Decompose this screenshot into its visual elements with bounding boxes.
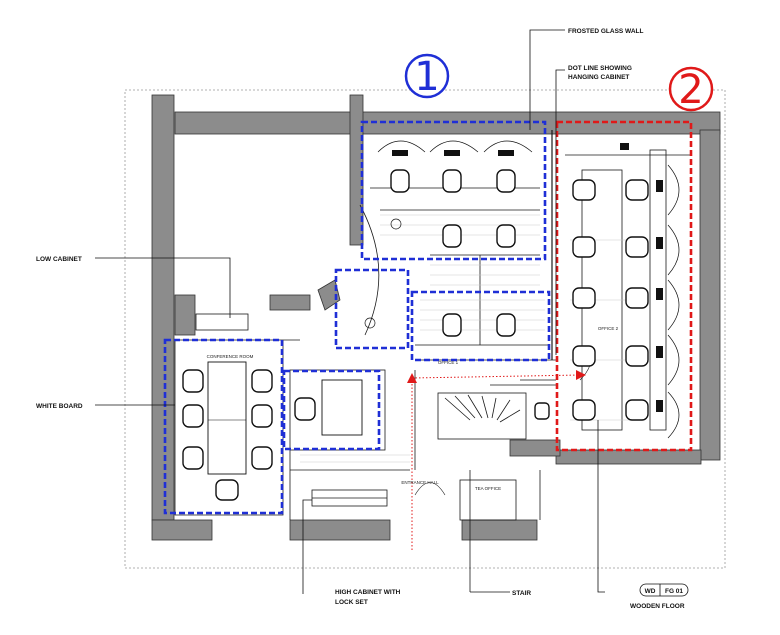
office2-wall-desk <box>649 149 667 431</box>
tea-office-outline <box>459 479 517 521</box>
label-tea-office: TEA OFFICE <box>475 486 501 491</box>
callout-dot-line-2: HANGING CABINET <box>568 74 629 81</box>
wall-mid-column <box>349 94 364 246</box>
low-cabinet <box>195 313 249 331</box>
callout-low-cabinet: LOW CABINET <box>36 256 82 263</box>
callout-leaders <box>95 29 605 594</box>
callout-frosted-glass-wall: FROSTED GLASS WALL <box>568 28 644 35</box>
circulation-arrow-right <box>576 370 586 380</box>
chairs <box>182 169 649 501</box>
wall-corner-block <box>317 279 341 311</box>
floor-tag-left: WD <box>645 588 656 595</box>
zone-2-outline <box>555 120 693 452</box>
monitors <box>392 143 663 412</box>
wall-low-mid <box>269 294 311 311</box>
site-boundary <box>124 89 726 569</box>
wall-stair-top <box>509 439 561 457</box>
wall-bottom-left <box>151 519 213 541</box>
meeting-table <box>321 379 363 436</box>
zone-2-badge <box>668 66 714 112</box>
column-circle <box>390 218 402 230</box>
callout-wooden-floor: WOODEN FLOOR <box>630 603 685 610</box>
wall-bottom-stair <box>461 519 538 541</box>
meeting-area-outline <box>289 369 386 451</box>
callout-high-cabinet-1: HIGH CABINET WITH <box>335 589 401 596</box>
wall-low-left <box>174 294 196 336</box>
door-swing-curve <box>359 204 380 336</box>
construction-lines <box>174 130 690 592</box>
circulation-path <box>411 374 581 550</box>
callout-high-cabinet-2: LOCK SET <box>335 599 368 606</box>
wall-left-column <box>151 94 175 521</box>
stair-outline <box>437 392 527 440</box>
label-office-2: OFFICE 2 <box>598 326 619 331</box>
label-office-1: OFFICE 1 <box>438 360 459 365</box>
desk-arcs <box>377 140 680 439</box>
circulation-arrow-up <box>407 373 417 383</box>
wall-right <box>699 129 721 461</box>
zone-1-badge <box>404 53 450 99</box>
callout-stair: STAIR <box>512 590 531 597</box>
wall-bottom-center <box>289 519 391 541</box>
wall-right-bottom <box>555 449 702 465</box>
zone-2-number: 2 <box>678 67 703 113</box>
label-entrance-hall: ENTRANCE HALL <box>401 480 439 485</box>
callout-dot-line-1: DOT LINE SHOWING <box>568 65 632 72</box>
conference-table <box>207 361 247 475</box>
zone-1-number: 1 <box>414 54 439 100</box>
entrance-door-arc <box>414 482 446 496</box>
column-circle-2 <box>364 317 376 329</box>
zone-1-outline <box>163 120 551 515</box>
stair-treads <box>444 394 521 423</box>
callout-white-board: WHITE BOARD <box>36 403 83 410</box>
floor-tag-right: FG 01 <box>665 588 683 595</box>
label-conference-room: CONFERENCE ROOM <box>207 354 254 359</box>
floor-tag <box>639 583 689 597</box>
walls <box>151 94 721 541</box>
